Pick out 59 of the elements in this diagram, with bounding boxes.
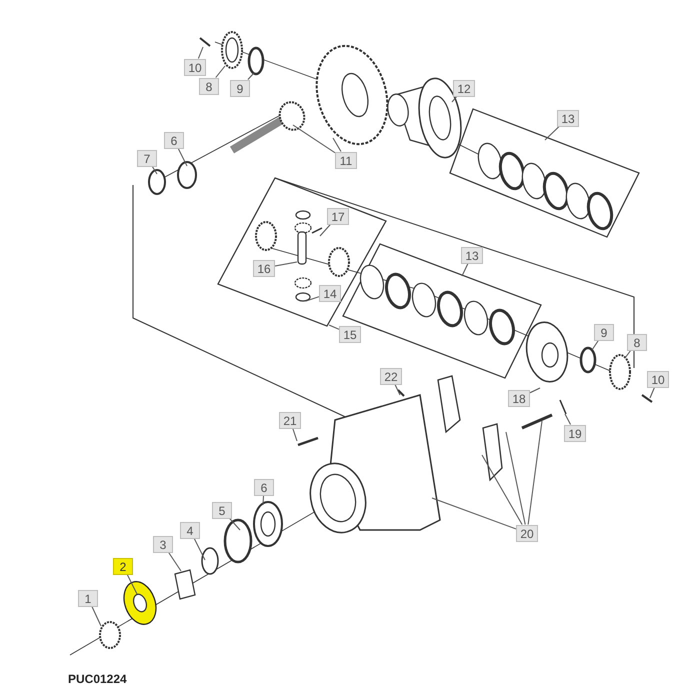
callout-number: 8: [627, 334, 647, 350]
callout-number: 3: [153, 536, 173, 552]
leader-line: [262, 495, 264, 506]
leader-line: [530, 388, 540, 394]
callout-number: 6: [254, 478, 274, 496]
callout-number: 15: [339, 326, 361, 342]
leader-line: [650, 387, 655, 398]
leader-line: [394, 384, 400, 396]
leader-line: [592, 340, 599, 350]
callout-number: 4: [180, 522, 200, 538]
callout-number: 17: [327, 208, 349, 224]
callout-number: 11: [335, 152, 357, 168]
leader-line: [247, 72, 254, 80]
leader-line: [292, 428, 298, 442]
callout-number: 13: [557, 110, 579, 126]
leader-line: [482, 454, 523, 525]
callout-number: 12: [453, 80, 475, 96]
callout-number: 10: [184, 58, 206, 76]
callout-number: 8: [199, 78, 219, 94]
leader-line: [178, 148, 188, 166]
callout-number: 5: [212, 502, 232, 518]
leader-line: [198, 46, 204, 59]
leader-line: [452, 96, 458, 102]
leader-line: [292, 124, 336, 154]
callout-number: 6: [164, 132, 184, 148]
leader-line: [506, 432, 526, 525]
leader-line: [91, 606, 102, 626]
callout-number: 13: [461, 246, 483, 264]
leader-line: [544, 126, 560, 140]
leader-line: [194, 538, 206, 560]
leader-line: [528, 420, 542, 525]
leader-line: [229, 518, 240, 530]
callout-number: 22: [380, 368, 402, 384]
callout-number: 18: [508, 390, 530, 406]
callout-number: 14: [319, 284, 341, 302]
callout-number: 16: [253, 260, 275, 276]
leader-line: [332, 138, 342, 152]
leader-line: [274, 262, 298, 266]
leader-line: [462, 263, 468, 276]
leader-line: [306, 296, 320, 302]
callout-number: 20: [516, 524, 538, 542]
leader-line: [328, 324, 340, 330]
callout-number: 9: [594, 324, 614, 340]
leader-line: [624, 350, 632, 358]
callout-number: 10: [647, 370, 669, 388]
callout-number: 9: [230, 80, 250, 96]
figure-code: PUC01224: [68, 672, 127, 686]
leader-line: [168, 552, 182, 572]
leader-line: [215, 66, 226, 78]
callout-number: 2: [113, 558, 133, 574]
leader-line: [320, 224, 331, 236]
leader-line: [126, 574, 138, 594]
callout-number: 1: [78, 590, 98, 606]
leader-line: [152, 166, 158, 174]
callout-number: 21: [279, 412, 301, 428]
leader-line: [564, 414, 572, 425]
callout-number: 7: [137, 150, 157, 166]
callout-number: 19: [564, 424, 586, 442]
leader-line: [432, 498, 516, 530]
